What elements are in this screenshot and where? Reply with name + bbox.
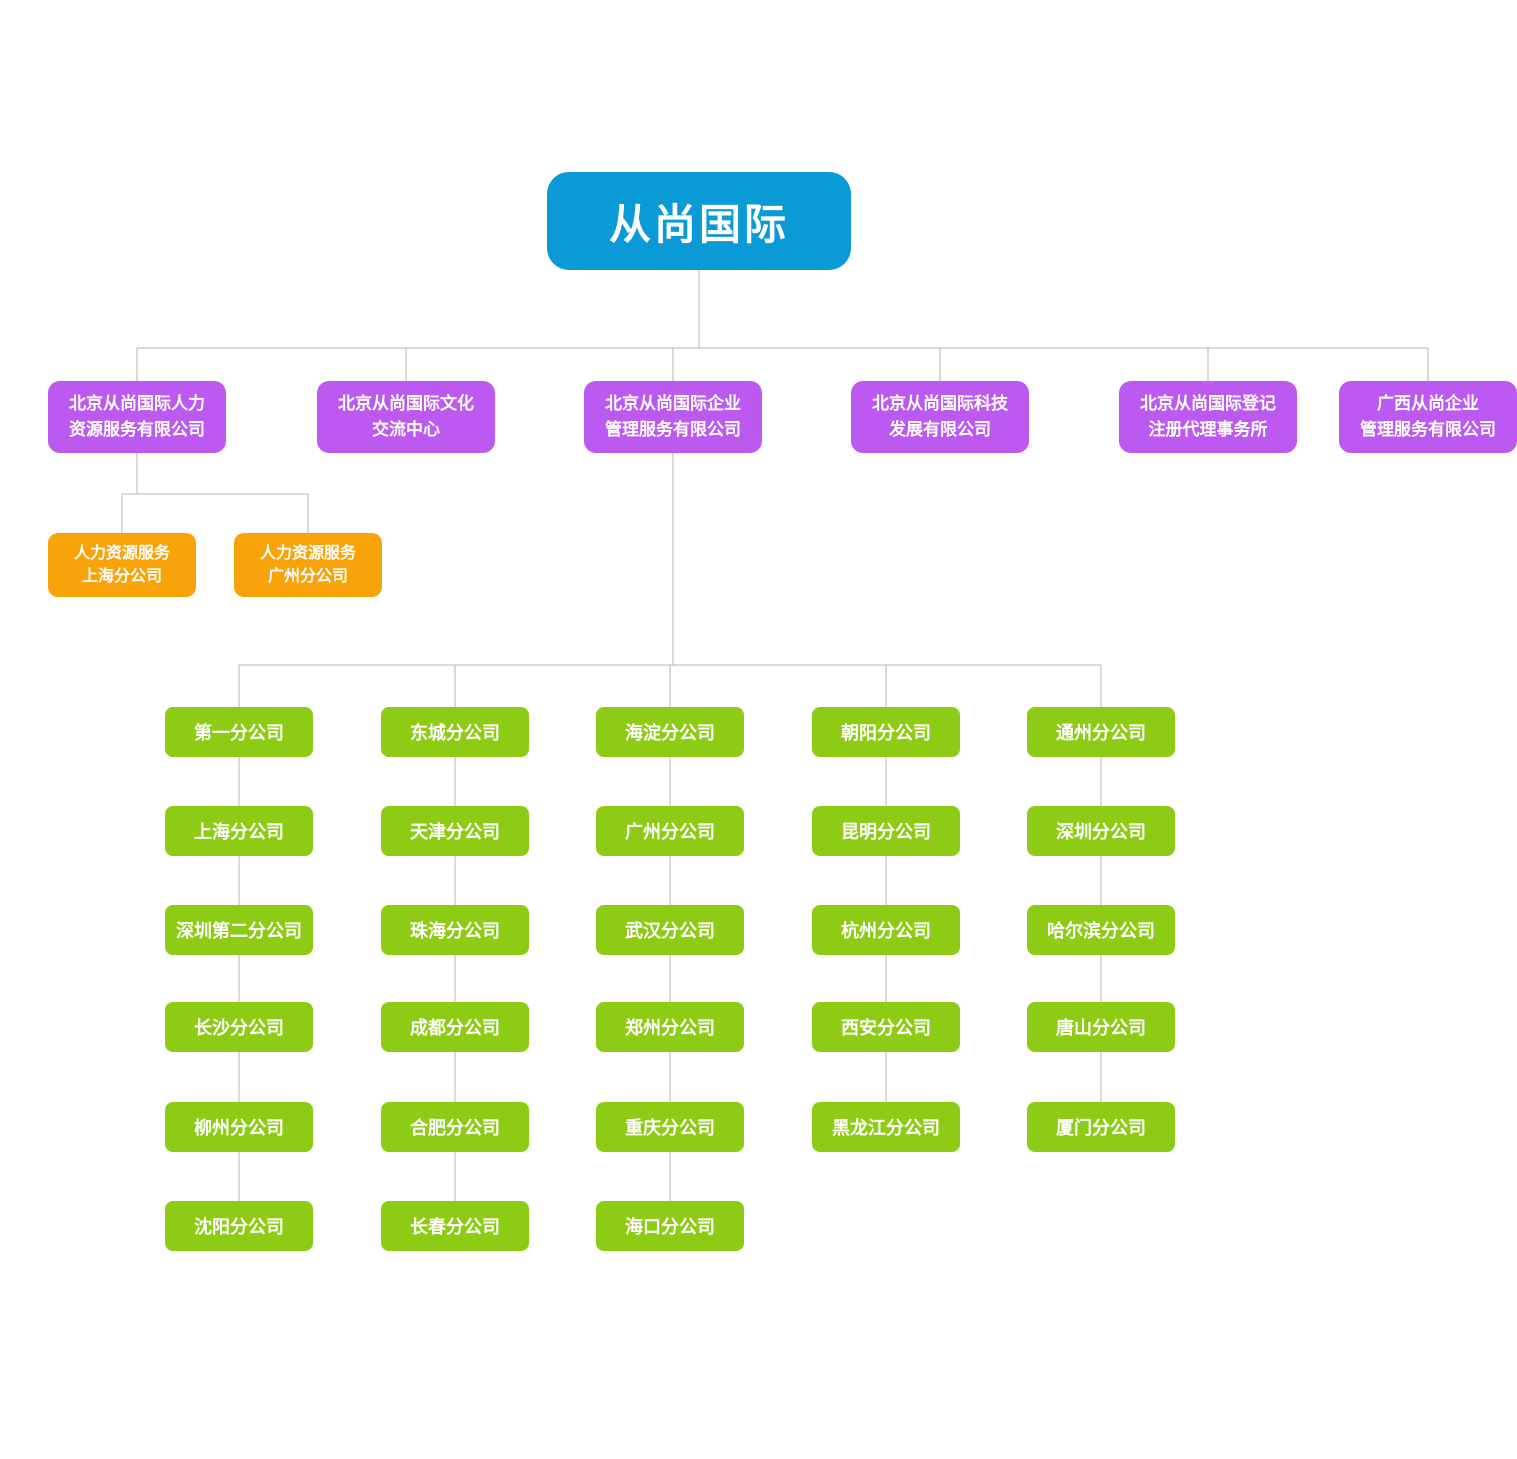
org-node-branch-3-4: 黑龙江分公司 [812,1102,960,1152]
org-node-branch-1-2-label: 珠海分公司 [410,921,500,941]
org-node-branch-2-2: 武汉分公司 [596,905,744,955]
org-node-culture-center-label: 交流中心 [372,420,440,439]
org-node-branch-3-0-label: 朝阳分公司 [841,723,931,743]
org-node-hr-services-label: 资源服务有限公司 [69,420,205,439]
org-node-registration-agency-label: 注册代理事务所 [1148,420,1268,439]
org-node-branch-2-5-label: 海口分公司 [625,1217,715,1237]
org-node-guangzhou-hr: 人力资源服务广州分公司 [234,533,382,597]
org-node-tech-development: 北京从尚国际科技发展有限公司 [851,381,1029,453]
org-node-registration-agency: 北京从尚国际登记注册代理事务所 [1119,381,1297,453]
org-node-branch-0-3: 长沙分公司 [165,1002,313,1052]
org-node-branch-4-2-label: 哈尔滨分公司 [1047,921,1155,941]
org-node-branch-0-4-label: 柳州分公司 [194,1118,284,1138]
org-node-enterprise-mgmt: 北京从尚国际企业管理服务有限公司 [584,381,762,453]
org-node-branch-3-1: 昆明分公司 [812,806,960,856]
org-node-guangxi-mgmt: 广西从尚企业管理服务有限公司 [1339,381,1517,453]
org-node-guangxi-mgmt-label: 广西从尚企业 [1377,394,1479,413]
org-node-branch-0-0-label: 第一分公司 [194,723,284,743]
org-node-branch-1-1: 天津分公司 [381,806,529,856]
org-node-culture-center-label: 北京从尚国际文化 [338,394,474,413]
org-node-branch-0-4: 柳州分公司 [165,1102,313,1152]
org-node-branch-3-0: 朝阳分公司 [812,707,960,757]
org-node-branch-2-1: 广州分公司 [596,806,744,856]
org-node-branch-3-2: 杭州分公司 [812,905,960,955]
org-node-branch-2-0-label: 海淀分公司 [625,723,715,743]
org-node-shanghai-hr-label: 上海分公司 [81,568,162,585]
org-node-branch-4-1-label: 深圳分公司 [1056,822,1146,842]
org-node-branch-1-0: 东城分公司 [381,707,529,757]
org-node-branch-4-4-label: 厦门分公司 [1056,1118,1146,1138]
org-node-branch-2-1-label: 广州分公司 [625,822,715,842]
org-node-branch-2-3-label: 郑州分公司 [625,1018,715,1038]
org-node-branch-1-0-label: 东城分公司 [410,723,500,743]
org-node-branch-2-4-label: 重庆分公司 [625,1118,715,1138]
org-node-branch-2-2-label: 武汉分公司 [625,921,715,941]
org-node-branch-2-4: 重庆分公司 [596,1102,744,1152]
org-node-branch-3-3-label: 西安分公司 [841,1018,931,1038]
org-node-enterprise-mgmt-label: 北京从尚国际企业 [605,394,741,413]
org-node-branch-3-1-label: 昆明分公司 [841,822,931,842]
org-node-branch-0-1-label: 上海分公司 [194,822,284,842]
org-node-branch-2-3: 郑州分公司 [596,1002,744,1052]
org-node-branch-4-1: 深圳分公司 [1027,806,1175,856]
org-node-branch-2-5: 海口分公司 [596,1201,744,1251]
org-node-branch-4-3: 唐山分公司 [1027,1002,1175,1052]
org-node-branch-1-4-label: 合肥分公司 [410,1118,500,1138]
org-node-branch-1-4: 合肥分公司 [381,1102,529,1152]
org-node-tech-development-label: 发展有限公司 [889,420,991,439]
org-node-branch-4-2: 哈尔滨分公司 [1027,905,1175,955]
org-node-enterprise-mgmt-label: 管理服务有限公司 [605,420,741,439]
org-node-branch-1-2: 珠海分公司 [381,905,529,955]
org-node-guangzhou-hr-label: 广州分公司 [267,568,348,585]
org-node-branch-4-0-label: 通州分公司 [1056,723,1146,743]
org-node-branch-1-1-label: 天津分公司 [410,822,500,842]
org-node-branch-0-5-label: 沈阳分公司 [194,1217,284,1237]
org-node-branch-3-2-label: 杭州分公司 [841,921,931,941]
org-node-branch-3-3: 西安分公司 [812,1002,960,1052]
org-node-shanghai-hr: 人力资源服务上海分公司 [48,533,196,597]
org-node-branch-4-0: 通州分公司 [1027,707,1175,757]
org-node-branch-2-0: 海淀分公司 [596,707,744,757]
org-node-root: 从尚国际 [547,172,851,270]
org-node-branch-0-1: 上海分公司 [165,806,313,856]
org-node-guangzhou-hr-label: 人力资源服务 [259,545,356,562]
org-node-shanghai-hr-label: 人力资源服务 [73,545,170,562]
org-node-branch-0-2-label: 深圳第二分公司 [176,921,302,941]
org-node-branch-1-3: 成都分公司 [381,1002,529,1052]
org-node-culture-center: 北京从尚国际文化交流中心 [317,381,495,453]
org-node-branch-0-5: 沈阳分公司 [165,1201,313,1251]
org-node-tech-development-label: 北京从尚国际科技 [872,394,1008,413]
org-node-hr-services-label: 北京从尚国际人力 [69,394,205,413]
org-node-hr-services: 北京从尚国际人力资源服务有限公司 [48,381,226,453]
org-node-branch-0-0: 第一分公司 [165,707,313,757]
org-node-registration-agency-label: 北京从尚国际登记 [1140,394,1276,413]
org-node-branch-4-3-label: 唐山分公司 [1056,1018,1146,1038]
org-node-branch-4-4: 厦门分公司 [1027,1102,1175,1152]
org-node-branch-1-5-label: 长春分公司 [410,1217,500,1237]
org-node-branch-3-4-label: 黑龙江分公司 [832,1118,940,1138]
org-node-branch-0-3-label: 长沙分公司 [194,1018,284,1038]
org-node-branch-1-3-label: 成都分公司 [410,1018,500,1038]
org-node-branch-1-5: 长春分公司 [381,1201,529,1251]
org-node-guangxi-mgmt-label: 管理服务有限公司 [1360,420,1496,439]
org-node-branch-0-2: 深圳第二分公司 [165,905,313,955]
